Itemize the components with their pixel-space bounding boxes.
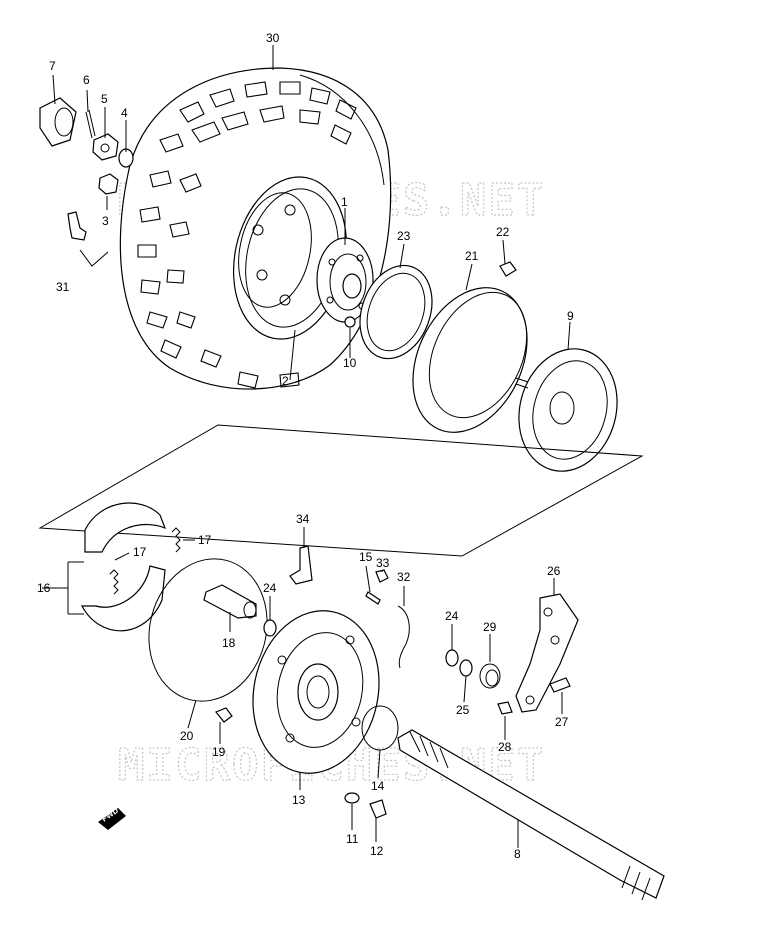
spring-part-17-upper [171, 527, 181, 553]
leader-31 [79, 249, 109, 267]
callout-7: 7 [49, 59, 56, 73]
callout-13: 13 [292, 793, 306, 807]
o-ring-part-20 [148, 558, 268, 702]
callout-8: 8 [514, 847, 521, 861]
callout-20: 20 [180, 729, 194, 743]
callout-22: 22 [496, 225, 510, 239]
nut-part-33 [375, 569, 389, 583]
callout-26: 26 [547, 564, 561, 578]
callout-12: 12 [370, 844, 384, 858]
nut-part-3 [98, 173, 119, 195]
bolt-part-19 [215, 707, 233, 723]
assembly-boundary [38, 424, 644, 557]
callout-31: 31 [56, 280, 70, 294]
callout-18: 18 [222, 636, 236, 650]
callout-25: 25 [456, 703, 470, 717]
callout-6: 6 [83, 73, 90, 87]
callout-10: 10 [343, 356, 357, 370]
cap-part-7 [39, 97, 77, 147]
callout-11: 11 [346, 832, 359, 846]
callout-19: 19 [212, 745, 226, 759]
callout-29: 29 [483, 620, 497, 634]
camshaft-part-18 [203, 584, 257, 619]
drum-part-9 [515, 348, 618, 472]
seal-part-23 [359, 264, 433, 360]
nut-part-5 [92, 133, 119, 161]
spring-part-29 [479, 663, 501, 689]
bolt-part-22 [499, 261, 517, 277]
leader-lines [42, 45, 571, 848]
bolt-part-27 [549, 677, 571, 693]
callout-17-lower: 17 [133, 545, 147, 559]
hub-part-1 [316, 237, 374, 323]
axle-shaft-part-8 [397, 729, 665, 901]
spring-part-17-lower [109, 569, 119, 595]
callout-16: 16 [37, 581, 51, 595]
pin-part-15 [365, 591, 381, 605]
cotter-pin-part-6 [85, 109, 96, 139]
nut-part-28 [497, 701, 513, 715]
brake-panel-part-13 [252, 610, 380, 774]
brake-arm-part-26 [515, 593, 579, 713]
callout-2: 2 [282, 374, 289, 388]
washer-part-11 [344, 792, 360, 804]
callout-17-upper: 17 [198, 533, 212, 547]
plug-part-12 [369, 799, 387, 819]
callout-15: 15 [359, 550, 373, 564]
circlip-part-10 [344, 316, 356, 328]
callout-labels: 30 7 6 5 4 3 31 1 2 10 23 22 21 9 34 17 … [37, 31, 574, 861]
callout-23: 23 [397, 229, 411, 243]
valve-part-31 [67, 211, 87, 241]
brake-shoe-part-16 [81, 502, 167, 632]
callout-5: 5 [101, 92, 108, 106]
lever-part-34 [289, 545, 313, 585]
callout-3: 3 [102, 214, 109, 228]
hose-part-32 [397, 605, 410, 669]
cover-part-21 [412, 287, 528, 433]
tire-part-30 [119, 67, 392, 390]
callout-14: 14 [371, 779, 385, 793]
callout-1: 1 [341, 195, 348, 209]
callout-4: 4 [121, 106, 128, 120]
seal-part-25 [459, 659, 473, 677]
callout-9: 9 [567, 309, 574, 323]
washer-part-24a [263, 619, 277, 637]
callout-32: 32 [397, 570, 411, 584]
washer-part-24b [445, 649, 459, 667]
direction-marker: FWD [98, 806, 126, 830]
callout-24-right: 24 [445, 609, 459, 623]
callout-30: 30 [266, 31, 280, 45]
callout-27: 27 [555, 715, 569, 729]
callout-21: 21 [465, 249, 479, 263]
callout-28: 28 [498, 740, 512, 754]
callout-34: 34 [296, 512, 310, 526]
callout-33: 33 [376, 556, 390, 570]
callout-24-left: 24 [263, 581, 277, 595]
